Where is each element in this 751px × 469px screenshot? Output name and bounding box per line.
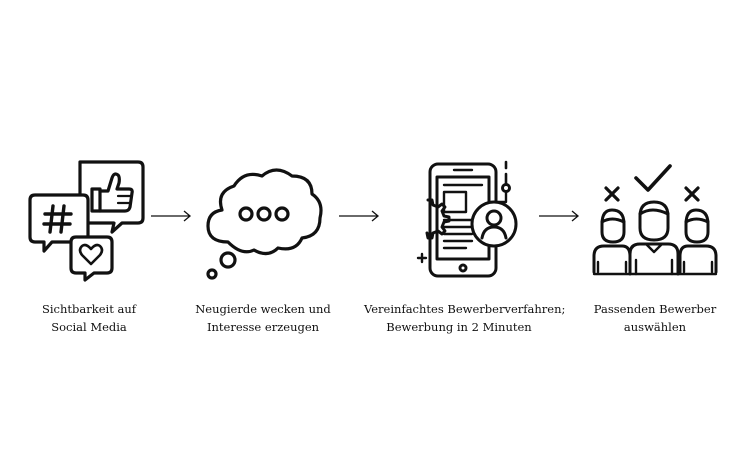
arrow-right-icon	[338, 207, 380, 226]
caption-line: Passenden Bewerber	[593, 302, 717, 316]
candidate-selection-icon	[592, 162, 718, 276]
caption-line: Social Media	[51, 320, 127, 334]
caption-line: Vereinfachtes Bewerberverfahren;	[364, 302, 566, 316]
step-caption: Sichtbarkeit auf Social Media	[0, 300, 184, 336]
caption-line: auswählen	[623, 320, 687, 334]
arrow-right-icon	[538, 207, 580, 226]
mobile-application-icon	[400, 158, 524, 282]
caption-line: Interesse erzeugen	[206, 320, 320, 334]
step-caption: Vereinfachtes Bewerberverfahren; Bewerbu…	[364, 300, 566, 336]
step-caption: Neugierde wecken und Interesse erzeugen	[168, 300, 358, 336]
caption-line: Sichtbarkeit auf	[42, 302, 136, 316]
social-media-icon	[28, 158, 146, 282]
step-caption: Passenden Bewerber auswählen	[560, 300, 750, 336]
thought-bubble-icon	[202, 162, 326, 280]
caption-line: Bewerbung in 2 Minuten	[386, 320, 532, 334]
arrow-right-icon	[150, 207, 192, 226]
caption-line: Neugierde wecken und	[195, 302, 331, 316]
